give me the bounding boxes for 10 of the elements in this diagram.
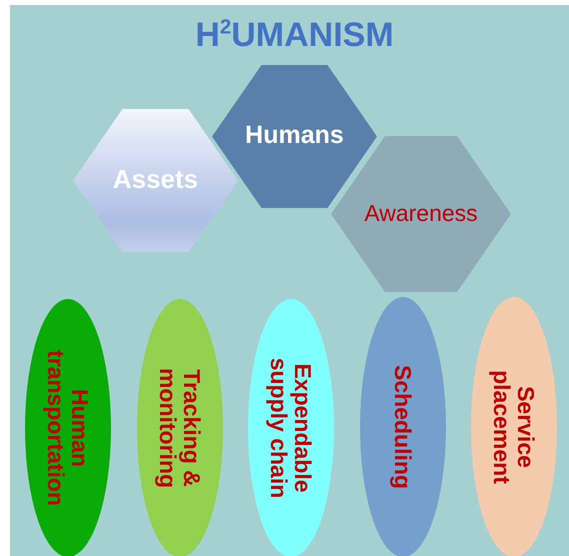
node-label: Tracking & monitoring [156,366,204,490]
node-label: Service placement [490,369,538,486]
title: H$^{2}$UMANISM [194,16,395,55]
node-label: Assets [112,164,200,196]
node-label: Human transportation [44,349,92,508]
node-label: Expendable supply chain [266,356,316,500]
hexagon-shape [73,109,238,252]
node-label: Awareness [363,200,479,227]
node-label: Humans [244,121,345,150]
node-label: Scheduling [390,364,416,491]
